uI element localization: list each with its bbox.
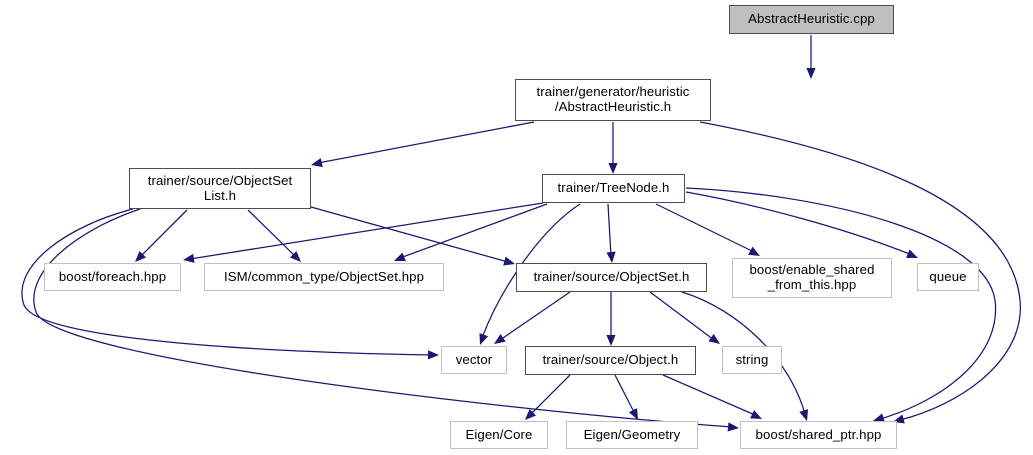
edge-treenodeh-queue-arrowhead [906,249,918,258]
edge-objectsetlisth-ismobjectset [247,209,297,258]
node-abstractheuristic_h[interactable]: trainer/generator/heuristic /AbstractHeu… [515,79,711,121]
edge-objecth-boostsharedptr-arrowhead [750,410,762,419]
node-ism_objectset_hpp[interactable]: ISM/common_type/ObjectSet.hpp [204,263,444,291]
node-object_h[interactable]: trainer/source/Object.h [525,346,696,375]
edge-treenodeh-objectseth-arrowhead [606,251,616,263]
node-vector[interactable]: vector [441,346,507,374]
edge-treenodeh-objectseth [607,203,612,257]
edge-treenodeh-boostenableshared-arrowhead [748,246,760,256]
node-eigen_geometry[interactable]: Eigen/Geometry [566,421,698,449]
edge-objectseth-vector-arrowhead [494,334,506,344]
node-queue[interactable]: queue [917,263,979,291]
node-treenode_h[interactable]: trainer/TreeNode.h [542,174,685,203]
edge-objectsetlisth-ismobjectset-arrowhead [289,251,301,262]
edge-abstractheuristich-objectsetlisth [317,121,535,164]
arrowheads-group [135,68,918,432]
edge-objectseth-boostsharedptr-arrowhead [799,409,809,421]
edge-objectseth-vector [499,291,571,341]
edge-objectsetlisth-boostsharedptr [33,208,733,428]
edge-objecth-eigengeometry [614,374,636,415]
edge-abstractheuristich-treenodeh-arrowhead [608,163,618,174]
edges-group [21,35,1021,428]
edge-objectseth-string-arrowhead [708,333,720,344]
edge-treenodeh-boostsharedptr-arrowhead [873,413,885,423]
node-boost_enable_shared_hpp[interactable]: boost/enable_shared _from_this.hpp [732,258,892,298]
edge-objectsetlisth-boostforeach [139,209,188,258]
node-objectsetlist_h[interactable]: trainer/source/ObjectSet List.h [129,168,311,209]
edge-treenodeh-boostenableshared [655,203,755,253]
node-boost_foreach_hpp[interactable]: boost/foreach.hpp [44,263,181,291]
edge-objecth-eigengeometry-arrowhead [628,408,638,420]
edge-treenodeh-vector [481,203,581,339]
node-string[interactable]: string [722,346,782,374]
edge-treenodeh-boostforeach-arrowhead [183,253,195,263]
node-objectset_h[interactable]: trainer/source/ObjectSet.h [516,263,707,292]
edge-treenodeh-boostforeach [189,202,544,260]
edge-objectseth-string [649,291,715,341]
node-eigen_core[interactable]: Eigen/Core [450,421,548,449]
edge-objectsetlisth-boostsharedptr-arrowhead [727,422,739,432]
edge-abstractheuristiccpp-abstractheuristich-arrowhead [806,68,816,79]
edge-objectsetlisth-boostforeach-arrowhead [135,250,147,262]
edge-abstractheuristich-boostsharedptr [699,121,1021,421]
edge-objectseth-boostsharedptr [681,291,806,415]
node-boost_shared_ptr_hpp[interactable]: boost/shared_ptr.hpp [740,421,897,449]
edge-objectsetlisth-vector-arrowhead [427,350,439,360]
edge-objecth-eigencore-arrowhead [525,408,537,420]
edge-treenodeh-boostsharedptr [685,187,997,420]
node-abstractheuristic_cpp[interactable]: AbstractHeuristic.cpp [729,5,894,34]
edge-objectseth-objecth-arrowhead [606,335,616,346]
edge-treenodeh-ismobjectset [399,203,548,259]
edge-objectsetlisth-objectseth [310,206,509,263]
edge-objectsetlisth-objectseth-arrowhead [503,256,515,266]
edge-abstractheuristich-objectsetlisth-arrowhead [311,158,323,168]
edge-objecth-boostsharedptr [662,374,756,416]
edge-treenodeh-queue [685,191,913,256]
edge-treenodeh-ismobjectset-arrowhead [394,252,406,262]
edge-objectsetlisth-vector [21,208,433,356]
edge-treenodeh-vector-arrowhead [479,333,489,345]
edge-objecth-eigencore [529,374,571,416]
